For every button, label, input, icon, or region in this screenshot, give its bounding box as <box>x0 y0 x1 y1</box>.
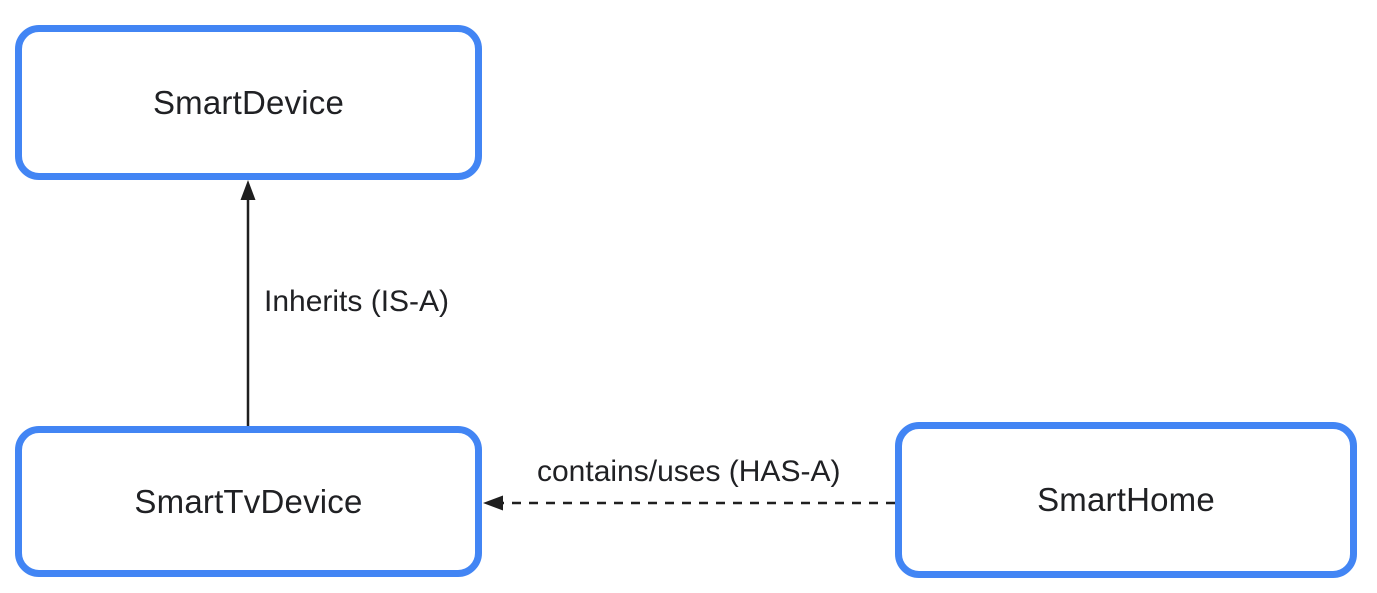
inheritance-edge-label: Inherits (IS-A) <box>264 285 450 318</box>
inheritance-arrowhead-icon <box>240 180 256 200</box>
composition-arrow <box>483 495 895 511</box>
inheritance-arrow <box>240 180 256 426</box>
node-smart-tv-device: SmartTvDevice <box>15 426 482 577</box>
node-smart-tv-device-label: SmartTvDevice <box>134 482 363 520</box>
composition-arrowhead-icon <box>483 495 503 511</box>
composition-edge-label: contains/uses (HAS-A) <box>537 455 841 488</box>
node-smart-device: SmartDevice <box>15 25 482 180</box>
node-smart-home-label: SmartHome <box>1037 481 1215 518</box>
node-smart-home: SmartHome <box>895 422 1357 578</box>
node-smart-device-label: SmartDevice <box>152 83 345 121</box>
